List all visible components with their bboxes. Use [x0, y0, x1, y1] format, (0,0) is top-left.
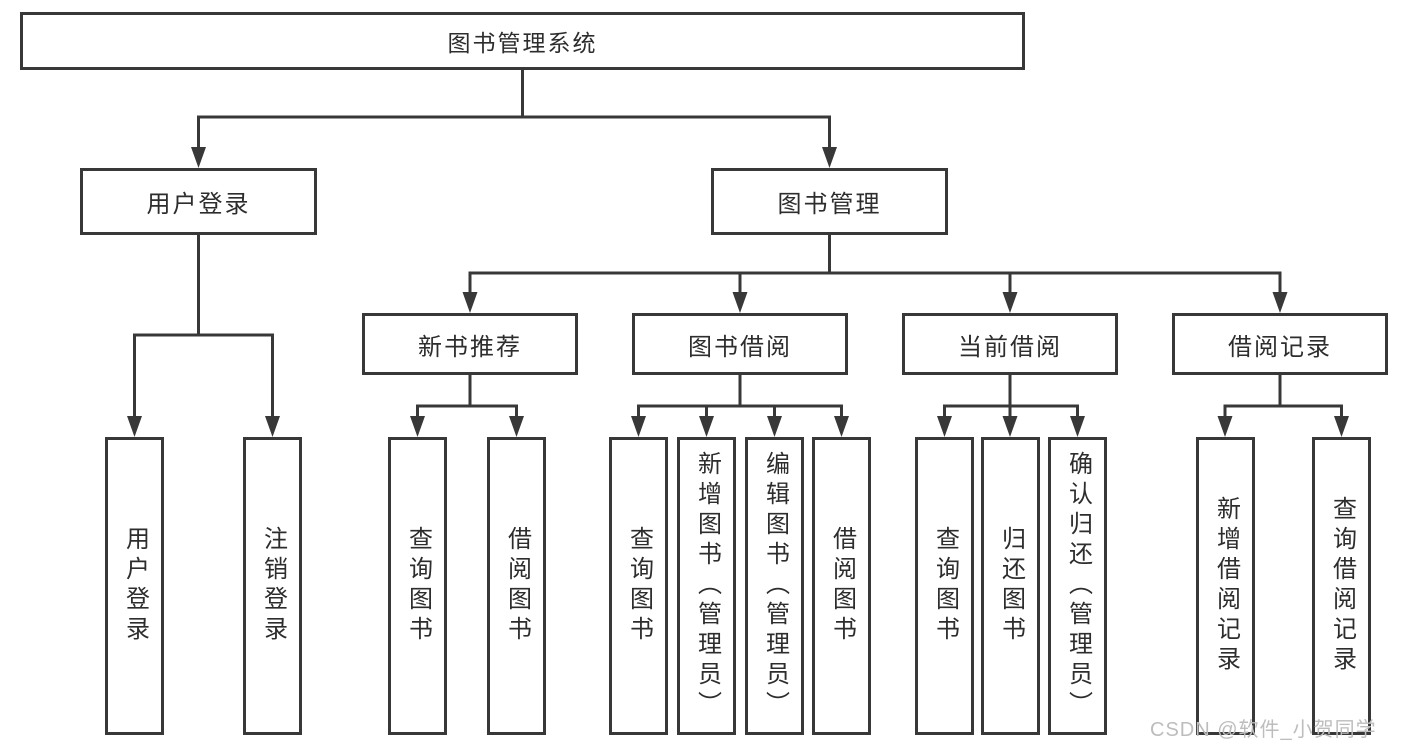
node-label: 用户登录 — [121, 526, 149, 646]
node-label: 借阅图书 — [503, 526, 531, 646]
node-feature-borrow-query-books: 查询图书 — [609, 437, 668, 735]
node-label: 图书借阅 — [688, 333, 792, 361]
node-label: 归还图书 — [997, 526, 1025, 646]
node-label: 查询图书 — [625, 526, 653, 646]
node-submodule-borrow-records: 借阅记录 — [1172, 313, 1388, 375]
node-feature-query-borrow-record: 查询借阅记录 — [1312, 437, 1371, 735]
node-module-book-management: 图书管理 — [711, 168, 948, 235]
node-label: 新增借阅记录 — [1212, 496, 1240, 676]
node-label: 查询图书 — [404, 526, 432, 646]
node-feature-logout: 注销登录 — [243, 437, 302, 735]
node-feature-user-login: 用户登录 — [105, 437, 164, 735]
node-submodule-book-borrow: 图书借阅 — [632, 313, 848, 375]
node-label: 新增图书（管理员） — [693, 451, 721, 721]
node-label: 注销登录 — [259, 526, 287, 646]
node-feature-return-books: 归还图书 — [981, 437, 1040, 735]
node-feature-borrow-books: 借阅图书 — [812, 437, 871, 735]
node-label: 用户登录 — [146, 191, 251, 218]
node-feature-add-borrow-record: 新增借阅记录 — [1196, 437, 1255, 735]
node-label: 查询图书 — [931, 526, 959, 646]
node-submodule-current-borrow: 当前借阅 — [902, 313, 1118, 375]
node-label: 图书管理 — [777, 191, 882, 218]
node-label: 确认归还（管理员） — [1064, 451, 1092, 721]
csdn-watermark: CSDN @软件_小贺同学 — [1150, 719, 1377, 741]
node-feature-newbook-query-books: 查询图书 — [388, 437, 447, 735]
node-feature-confirm-return-admin: 确认归还（管理员） — [1048, 437, 1107, 735]
node-label: 借阅图书 — [828, 526, 856, 646]
node-module-user-login: 用户登录 — [80, 168, 317, 235]
node-feature-newbook-borrow-books: 借阅图书 — [487, 437, 546, 735]
node-label: 当前借阅 — [958, 333, 1062, 361]
node-label: 查询借阅记录 — [1328, 496, 1356, 676]
node-feature-add-books-admin: 新增图书（管理员） — [677, 437, 736, 735]
node-root-label: 图书管理系统 — [447, 30, 598, 56]
node-label: 借阅记录 — [1228, 333, 1332, 361]
node-feature-current-query-books: 查询图书 — [915, 437, 974, 735]
node-feature-edit-books-admin: 编辑图书（管理员） — [745, 437, 804, 735]
tree-edges — [133, 68, 1343, 421]
arrowhead-icons — [127, 147, 1349, 437]
node-label: 新书推荐 — [418, 333, 522, 361]
node-label: 编辑图书（管理员） — [761, 451, 789, 721]
node-submodule-new-book-recommend: 新书推荐 — [362, 313, 578, 375]
node-root-system: 图书管理系统 — [20, 12, 1025, 70]
